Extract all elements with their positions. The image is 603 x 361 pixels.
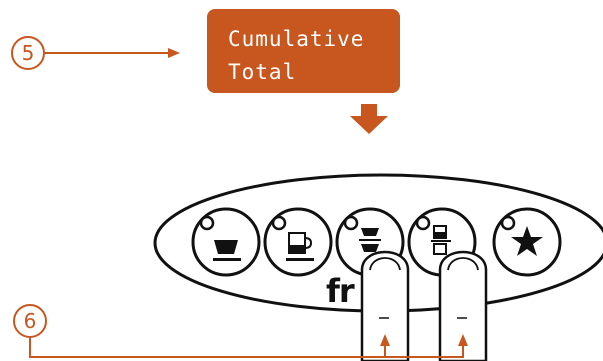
callout-6-connector [29,334,468,358]
button-espresso[interactable] [191,207,261,277]
star-icon [511,226,543,256]
double-espresso-icon [359,228,381,252]
finger-left [360,250,410,361]
espresso-cup-icon [213,240,241,261]
display-text-line-1: Cumulative [228,27,365,51]
display-text-line-2: Total [228,60,297,84]
brand-logo-text: fr [326,272,355,310]
coffee-mug-icon [286,232,314,261]
down-arrow-icon [350,104,388,134]
finger-right [438,250,488,361]
display-screen: Cumulative Total [207,9,400,93]
double-mug-icon [431,225,451,255]
callout-6-badge: 6 [13,304,47,338]
button-mug[interactable] [263,207,333,277]
button-favorite[interactable] [492,207,562,277]
callout-5-badge: 5 [11,36,45,70]
callout-5-arrow [45,48,180,58]
